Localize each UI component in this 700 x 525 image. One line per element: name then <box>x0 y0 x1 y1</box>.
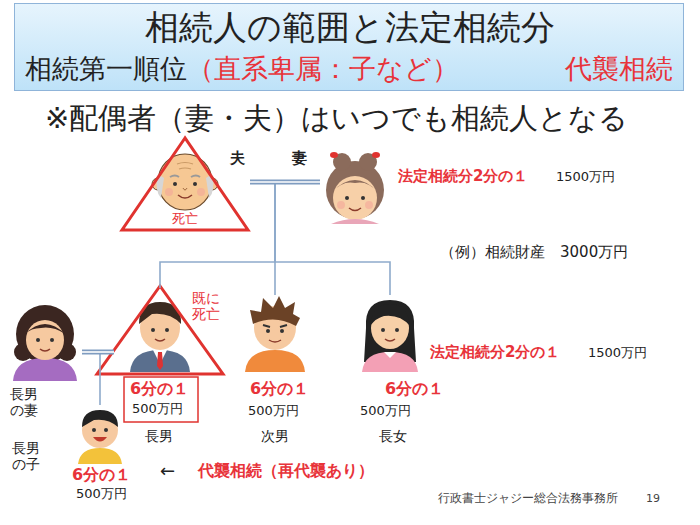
second-son-icon <box>245 296 305 372</box>
marriage-line <box>82 352 114 353</box>
footer: 行政書士ジャジー総合法務事務所 <box>438 492 618 506</box>
person-text: 6分の１ <box>130 380 189 398</box>
husband-icon <box>152 154 218 210</box>
person-eldest-son: 既に 死亡 6分の１ 500万円長男 <box>114 288 234 448</box>
descent-line <box>250 182 390 295</box>
person-second-son: 6分の１ 500万円次男 <box>240 295 315 445</box>
marriage-line-outer <box>250 180 320 185</box>
person-text: 長男 の子 <box>12 440 44 472</box>
daughter-icon <box>362 300 418 372</box>
title: 相続人の範囲と法定相続分 <box>0 8 700 47</box>
person-text: 夫 <box>230 150 245 167</box>
person-text: 長女 <box>379 428 407 444</box>
person-text: 500万円 <box>76 487 127 502</box>
person-text: 妻 <box>292 150 307 167</box>
person-text: 長男 の妻 <box>10 386 44 418</box>
grandchild-icon <box>78 410 122 464</box>
person-text: 6分の１ <box>250 380 309 398</box>
person-text: 500万円 <box>360 404 411 419</box>
example-note: （例）相続財産 3000万円 <box>440 244 628 261</box>
descent-line-path <box>160 182 275 288</box>
wife-icon <box>326 152 384 224</box>
marriage-line-outer <box>82 350 114 355</box>
son-wife-icon <box>13 305 77 381</box>
deceased-triangle <box>122 138 248 230</box>
share-label: 法定相続分2分の１ <box>398 168 528 185</box>
marriage-line <box>250 182 320 183</box>
person-text: 500万円 <box>132 402 183 417</box>
descent-line-path <box>250 182 390 295</box>
person-text: 既に 死亡 <box>192 290 226 322</box>
person-wife: 妻 <box>320 145 395 235</box>
person-text: 死亡 <box>172 212 198 227</box>
descent-line <box>100 352 114 405</box>
person-text: 6分の１ <box>72 466 131 484</box>
person-text: 6分の１ <box>385 380 444 398</box>
note: ※配偶者（妻・夫）はいつでも相続人となる <box>45 102 628 135</box>
marriage-line-inner <box>250 181 320 183</box>
share-box <box>124 377 198 422</box>
amount: 1500万円 <box>556 170 615 185</box>
eldest-son-icon <box>130 302 190 372</box>
person-text: 長男 <box>145 428 173 444</box>
descent-line <box>250 182 275 295</box>
subtitle: （直系卑属：子など） <box>187 53 459 84</box>
descent-line-path <box>100 352 114 405</box>
person-daughter: 6分の１ 500万円長女 <box>355 295 450 445</box>
page-number: 19 <box>646 493 660 506</box>
person-text: 次男 <box>261 428 289 444</box>
arrow-symbol: ← <box>160 461 175 482</box>
marriage-line-inner <box>82 351 114 353</box>
share-label: 法定相続分2分の１ <box>430 344 560 361</box>
descent-line <box>160 182 275 288</box>
person-text: 500万円 <box>248 404 299 419</box>
person-son-wife: 長男 の妻 <box>5 300 82 430</box>
subtitle: 代襲相続 <box>565 53 673 84</box>
person-husband: 夫死亡 <box>120 135 250 240</box>
person-grandchild: 長男 の子6分の１500万円 <box>62 405 142 505</box>
subtitle: 相続第一順位 <box>25 53 187 84</box>
descent-line-path <box>250 182 275 295</box>
substitution-note: 代襲相続（再代襲あり） <box>198 462 374 480</box>
amount: 1500万円 <box>588 346 647 361</box>
